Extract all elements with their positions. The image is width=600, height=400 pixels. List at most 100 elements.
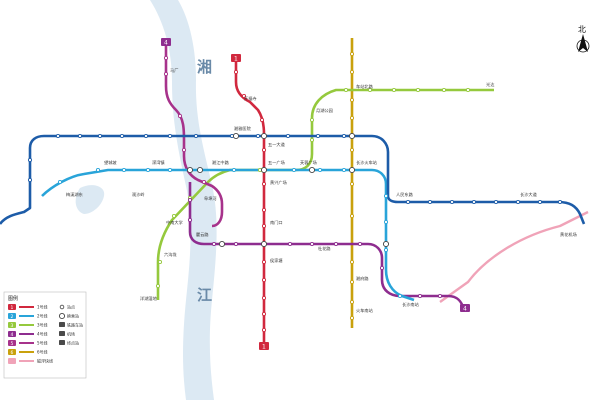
interchange-icon[interactable] (260, 166, 268, 174)
station-dot-icon[interactable] (193, 133, 199, 139)
station-dot-icon[interactable] (233, 69, 239, 75)
station-dot-icon[interactable] (211, 241, 217, 247)
station-dot-icon[interactable] (493, 199, 499, 205)
station-dot-icon[interactable] (261, 295, 267, 301)
station-dot-icon[interactable] (167, 167, 173, 173)
station-dot-icon[interactable] (261, 181, 267, 187)
interchange-icon[interactable] (260, 132, 268, 140)
river-label-1: 湘 (197, 58, 212, 76)
station-dot-icon[interactable] (349, 279, 355, 285)
station-dot-icon[interactable] (471, 199, 477, 205)
station-dot-icon[interactable] (171, 213, 177, 219)
station-dot-icon[interactable] (379, 265, 385, 271)
station-dot-icon[interactable] (341, 167, 347, 173)
station-dot-icon[interactable] (143, 133, 149, 139)
station-dot-icon[interactable] (287, 241, 293, 247)
station-dot-icon[interactable] (341, 133, 347, 139)
station-dot-icon[interactable] (121, 167, 127, 173)
station-dot-icon[interactable] (155, 283, 161, 289)
station-dot-icon[interactable] (261, 147, 267, 153)
station-dot-icon[interactable] (349, 181, 355, 187)
station-dot-icon[interactable] (349, 51, 355, 57)
station-dot-icon[interactable] (349, 115, 355, 121)
station-dot-icon[interactable] (233, 241, 239, 247)
station-dot-icon[interactable] (367, 87, 373, 93)
station-dot-icon[interactable] (349, 299, 355, 305)
station-dot-icon[interactable] (255, 133, 261, 139)
station-dot-icon[interactable] (317, 167, 323, 173)
station-dot-icon[interactable] (349, 213, 355, 219)
station-dot-icon[interactable] (261, 259, 267, 265)
station-dot-icon[interactable] (261, 207, 267, 213)
station-dot-icon[interactable] (55, 133, 61, 139)
station-dot-icon[interactable] (77, 133, 83, 139)
station-dot-icon[interactable] (177, 113, 183, 119)
interchange-icon[interactable] (348, 132, 356, 140)
station-dot-icon[interactable] (261, 277, 267, 283)
station-dot-icon[interactable] (285, 133, 291, 139)
station-dot-icon[interactable] (383, 247, 389, 253)
station-dot-icon[interactable] (333, 241, 339, 247)
interchange-icon[interactable] (186, 166, 194, 174)
station-dot-icon[interactable] (405, 199, 411, 205)
station-dot-icon[interactable] (259, 117, 265, 123)
station-dot-icon[interactable] (291, 167, 297, 173)
station-dot-icon[interactable] (187, 217, 193, 223)
station-dot-icon[interactable] (27, 177, 33, 183)
interchange-icon[interactable] (260, 240, 268, 248)
station-dot-icon[interactable] (309, 241, 315, 247)
station-dot-icon[interactable] (537, 199, 543, 205)
station-dot-icon[interactable] (309, 117, 315, 123)
station-dot-icon[interactable] (349, 147, 355, 153)
interchange-icon[interactable] (232, 132, 240, 140)
station-dot-icon[interactable] (95, 167, 101, 173)
station-dot-icon[interactable] (181, 147, 187, 153)
interchange-icon[interactable] (382, 240, 390, 248)
station-dot-icon[interactable] (163, 71, 169, 77)
station-dot-icon[interactable] (261, 311, 267, 317)
station-dot-icon[interactable] (383, 193, 389, 199)
station-dot-icon[interactable] (309, 137, 315, 143)
interchange-icon[interactable] (196, 166, 204, 174)
station-dot-icon[interactable] (241, 93, 247, 99)
station-label: 长沙南站 (402, 301, 419, 308)
station-dot-icon[interactable] (167, 133, 173, 139)
station-dot-icon[interactable] (57, 179, 63, 185)
station-dot-icon[interactable] (119, 133, 125, 139)
station-dot-icon[interactable] (417, 293, 423, 299)
station-dot-icon[interactable] (261, 327, 267, 333)
station-dot-icon[interactable] (145, 167, 151, 173)
station-dot-icon[interactable] (97, 133, 103, 139)
station-dot-icon[interactable] (515, 199, 521, 205)
station-dot-icon[interactable] (391, 87, 397, 93)
station-dot-icon[interactable] (465, 87, 471, 93)
station-dot-icon[interactable] (231, 167, 237, 173)
station-dot-icon[interactable] (427, 199, 433, 205)
station-dot-icon[interactable] (349, 259, 355, 265)
station-dot-icon[interactable] (315, 133, 321, 139)
station-dot-icon[interactable] (343, 87, 349, 93)
station-dot-icon[interactable] (349, 315, 355, 321)
interchange-icon[interactable] (348, 166, 356, 174)
station-dot-icon[interactable] (349, 97, 355, 103)
station-dot-icon[interactable] (163, 55, 169, 61)
interchange-icon[interactable] (218, 240, 226, 248)
station-dot-icon[interactable] (449, 199, 455, 205)
station-dot-icon[interactable] (383, 219, 389, 225)
station-dot-icon[interactable] (397, 293, 403, 299)
station-dot-icon[interactable] (261, 223, 267, 229)
station-dot-icon[interactable] (437, 293, 443, 299)
station-dot-icon[interactable] (357, 241, 363, 247)
station-dot-icon[interactable] (441, 87, 447, 93)
station-dot-icon[interactable] (187, 197, 193, 203)
legend-title: 图例 (8, 295, 18, 302)
station-dot-icon[interactable] (557, 199, 563, 205)
station-dot-icon (59, 304, 65, 310)
station-dot-icon[interactable] (201, 179, 207, 185)
station-dot-icon[interactable] (415, 87, 421, 93)
station-label: 六沟垅 (164, 251, 177, 258)
station-dot-icon[interactable] (27, 157, 33, 163)
station-dot-icon[interactable] (349, 69, 355, 75)
interchange-icon[interactable] (308, 166, 316, 174)
station-dot-icon[interactable] (157, 259, 163, 265)
